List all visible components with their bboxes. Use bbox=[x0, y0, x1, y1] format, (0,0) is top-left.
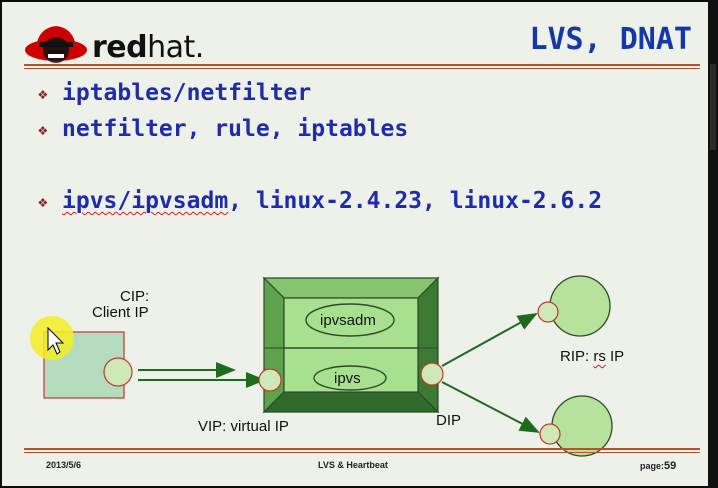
vip-label: VIP: virtual IP bbox=[198, 418, 289, 435]
bullet-text-2: netfilter, rule, iptables bbox=[62, 116, 409, 142]
lvs-dnat-diagram bbox=[30, 275, 613, 457]
dip-label: DIP bbox=[436, 412, 462, 429]
redhat-logo: redhat. bbox=[22, 16, 212, 72]
ipvsadm-label: ipvsadm bbox=[320, 312, 376, 329]
rip-label: RIP: rs IP bbox=[560, 348, 624, 365]
ipvsadm-ellipse bbox=[305, 303, 395, 337]
footer-page-prefix: page: bbox=[640, 461, 665, 471]
footer-page-number: 59 bbox=[664, 460, 677, 472]
footer-page: page:59 bbox=[640, 460, 676, 472]
slide-title: LVS, DNAT bbox=[529, 22, 692, 57]
bullet-item-2: ❖ netfilter, rule, iptables bbox=[38, 116, 408, 142]
cip-label-line2: Client IP bbox=[92, 304, 149, 321]
header-rule bbox=[24, 64, 700, 66]
rip-label-suffix: IP bbox=[605, 348, 625, 365]
bullet-text-3-underlined: ipvs/ipvsadm bbox=[62, 188, 229, 214]
diamond-bullet-icon: ❖ bbox=[38, 120, 48, 139]
rip-label-underlined: rs bbox=[593, 348, 606, 365]
footer-rule bbox=[24, 448, 700, 450]
redhat-wordmark: redhat. bbox=[92, 30, 204, 65]
logo-text-bold: red bbox=[92, 30, 148, 65]
scrollbar-thumb[interactable] bbox=[710, 64, 716, 150]
header-rule-thin bbox=[24, 68, 700, 69]
vip-node bbox=[258, 368, 282, 392]
director-box bbox=[262, 276, 440, 414]
dip-node bbox=[420, 362, 444, 386]
shadowman-hat-icon bbox=[25, 26, 87, 63]
real-server-2 bbox=[551, 395, 613, 457]
bullet-text-1: iptables/netfilter bbox=[62, 80, 312, 106]
footer-date: 2013/5/6 bbox=[46, 460, 82, 470]
cip-node bbox=[103, 357, 133, 387]
rip-node-2 bbox=[539, 423, 561, 445]
diamond-bullet-icon: ❖ bbox=[38, 84, 48, 103]
logo-text-light: hat. bbox=[147, 30, 204, 65]
bullet-item-3: ❖ ipvs/ipvsadm, linux-2.4.23, linux-2.6.2 bbox=[38, 188, 602, 214]
cip-label-line1: CIP: bbox=[120, 288, 150, 305]
arrow-to-rs1 bbox=[441, 313, 538, 367]
rip-node-1 bbox=[537, 301, 559, 323]
rip-label-prefix: RIP: bbox=[560, 348, 594, 365]
ipvs-ellipse bbox=[313, 365, 387, 391]
presentation-slide: redhat. LVS, DNAT ❖ iptables/netfilter ❖ n… bbox=[2, 2, 708, 486]
vertical-scrollbar[interactable] bbox=[708, 0, 718, 488]
diamond-bullet-icon: ❖ bbox=[38, 192, 48, 211]
cursor-highlight bbox=[30, 316, 74, 360]
ipvs-label: ipvs bbox=[334, 370, 361, 387]
real-server-1 bbox=[549, 275, 611, 337]
bullet-text-3-rest: , linux-2.4.23, linux-2.6.2 bbox=[228, 188, 603, 214]
bullet-item-1: ❖ iptables/netfilter bbox=[38, 80, 311, 106]
arrow-to-rs2 bbox=[441, 381, 540, 433]
footer-rule-thin bbox=[24, 452, 700, 453]
footer-center-title: LVS & Heartbeat bbox=[318, 460, 388, 470]
